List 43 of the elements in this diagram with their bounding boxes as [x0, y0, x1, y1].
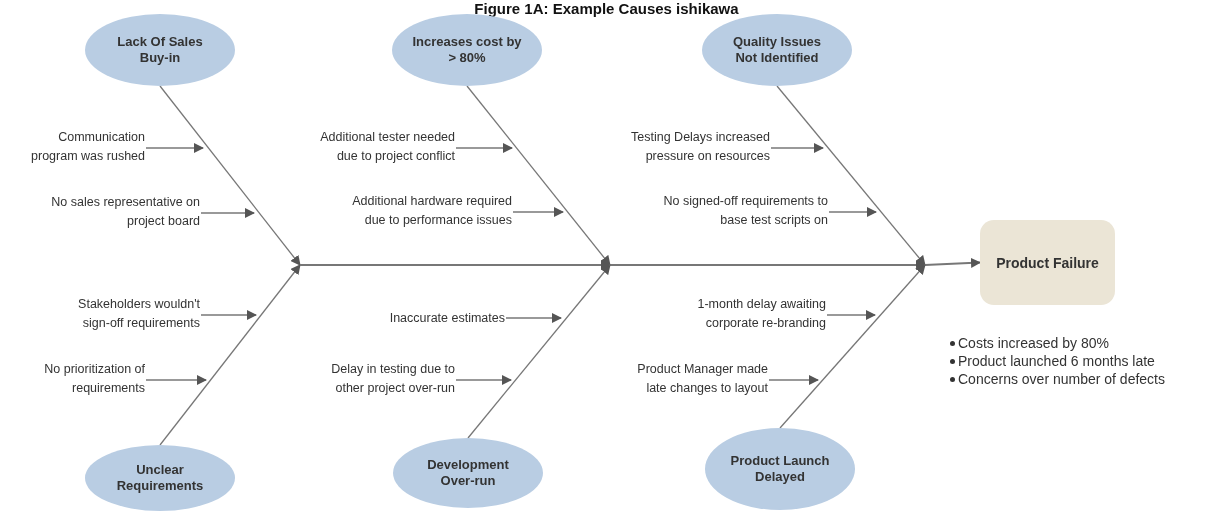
category-label: Development Over-run: [426, 457, 510, 489]
cause-text: Testing Delays increased pressure on resources: [615, 128, 770, 166]
arrow: [200, 208, 255, 218]
arrow: [455, 375, 512, 385]
arrow: [467, 264, 611, 439]
arrow: [826, 310, 876, 320]
arrow: [776, 85, 926, 266]
arrow: [768, 375, 819, 385]
effect-label: Product Failure: [996, 254, 1099, 271]
arrow: [505, 313, 562, 323]
category-label: Increases cost by > 80%: [412, 34, 522, 66]
cause-text: Communication program was rushed: [15, 128, 145, 166]
cause-text: 1-month delay awaiting corporate re-branding: [685, 295, 826, 333]
arrow: [200, 310, 257, 320]
category-label: Unclear Requirements: [115, 462, 205, 494]
cause-text: Stakeholders wouldn't sign-off requirements: [62, 295, 200, 333]
spine-arrow: [299, 258, 981, 270]
arrow: [512, 207, 564, 217]
cause-text: Delay in testing due to other project over-run: [310, 360, 455, 398]
cause-text: Product Manager made late changes to layout: [628, 360, 768, 398]
arrow: [466, 85, 611, 266]
bullet-text: Product launched 6 months late: [958, 352, 1155, 370]
arrow: [828, 207, 877, 217]
bullet-text: Costs increased by 80%: [958, 334, 1109, 352]
category-label: Product Launch Delayed: [729, 453, 831, 485]
arrow: [455, 143, 513, 153]
cause-text: No signed-off requirements to base test scripts on: [660, 192, 828, 230]
cause-text: Inaccurate estimates: [365, 309, 505, 328]
effect-box: [980, 220, 1115, 305]
arrow: [145, 143, 204, 153]
category-label: Quality Issues Not Identified: [731, 34, 823, 66]
arrow: [145, 375, 207, 385]
category-label: Lack Of Sales Buy-in: [116, 34, 204, 66]
cause-text: Additional hardware required due to performance issues: [335, 192, 512, 230]
arrow: [770, 143, 824, 153]
cause-text: No prioritization of requirements: [32, 360, 145, 398]
cause-text: Additional tester needed due to project conflict: [300, 128, 455, 166]
cause-text: No sales representative on project board: [50, 193, 200, 231]
figure-title: Figure 1A: Example Causes ishikawa: [473, 0, 740, 17]
bullet-text: Concerns over number of defects: [958, 370, 1165, 388]
arrow: [159, 85, 301, 266]
arrow: [779, 264, 926, 429]
arrow: [159, 264, 301, 446]
